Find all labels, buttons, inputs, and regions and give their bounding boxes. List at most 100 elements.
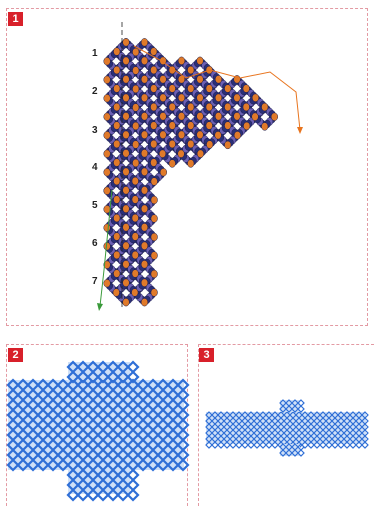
- bead: [141, 38, 148, 46]
- bead: [113, 48, 120, 56]
- bead: [141, 112, 148, 120]
- bead: [123, 223, 130, 231]
- row-number-label: 4: [92, 162, 98, 173]
- bead: [178, 131, 185, 139]
- bead: [169, 140, 176, 148]
- bead: [113, 66, 120, 74]
- bead: [141, 223, 148, 231]
- bead: [141, 94, 148, 102]
- bead: [187, 140, 194, 148]
- bead: [123, 205, 130, 213]
- bead: [104, 168, 111, 176]
- bead: [160, 75, 167, 83]
- bead: [169, 85, 176, 93]
- bead: [224, 103, 231, 111]
- row-number-label: 6: [92, 238, 98, 249]
- bead: [123, 186, 130, 194]
- bead: [132, 104, 139, 112]
- bead: [132, 196, 139, 204]
- bead: [123, 112, 130, 120]
- bead: [261, 103, 268, 111]
- row-number-label: 5: [92, 200, 98, 211]
- bead: [123, 94, 130, 102]
- bead: [150, 103, 157, 111]
- bead: [123, 149, 130, 157]
- bead: [113, 140, 120, 148]
- bead: [150, 159, 157, 167]
- bead: [123, 242, 130, 250]
- bead: [252, 94, 259, 102]
- bead: [141, 260, 148, 268]
- bead: [206, 141, 213, 149]
- bead: [160, 112, 167, 120]
- bead: [224, 122, 231, 130]
- bead: [197, 150, 204, 158]
- bead: [271, 113, 278, 121]
- bead: [104, 224, 111, 232]
- bead: [141, 205, 148, 213]
- row-number-label: 2: [92, 86, 98, 97]
- bead: [113, 196, 120, 204]
- arrow-head: [97, 303, 103, 311]
- bead: [178, 94, 185, 102]
- bead: [169, 103, 176, 111]
- bead: [104, 94, 111, 102]
- bead: [132, 122, 139, 130]
- bead: [187, 85, 194, 93]
- bead: [141, 168, 148, 176]
- bead: [141, 75, 148, 83]
- bead: [197, 57, 204, 65]
- row-number-label: 1: [92, 48, 98, 59]
- bead: [132, 214, 139, 222]
- bead: [197, 131, 204, 139]
- bead: [104, 76, 111, 84]
- row-number-label: 7: [92, 276, 98, 287]
- bead: [234, 131, 241, 139]
- bead: [123, 279, 130, 287]
- bead: [141, 298, 148, 306]
- bead: [224, 85, 231, 93]
- bead: [151, 196, 158, 204]
- bead: [206, 103, 213, 111]
- bead: [160, 94, 167, 102]
- bead: [132, 159, 139, 167]
- bead: [243, 122, 250, 130]
- bead: [150, 140, 157, 148]
- bead: [151, 233, 158, 241]
- bead: [151, 215, 158, 223]
- bead: [178, 57, 185, 65]
- bead: [104, 113, 111, 121]
- bead: [113, 85, 120, 93]
- arrow-head: [297, 127, 303, 134]
- bead: [243, 103, 250, 111]
- bead: [141, 186, 148, 194]
- bead: [104, 57, 111, 65]
- bead: [141, 57, 148, 65]
- bead: [123, 260, 130, 268]
- bead: [215, 112, 222, 120]
- bead: [123, 38, 130, 46]
- bead: [215, 75, 222, 83]
- bead: [197, 75, 204, 83]
- bead: [187, 66, 194, 74]
- bead: [132, 48, 139, 56]
- bead: [132, 85, 139, 93]
- bead: [132, 270, 139, 278]
- bead: [132, 141, 139, 149]
- bead: [132, 251, 139, 259]
- bead: [150, 122, 157, 130]
- bead: [150, 66, 157, 74]
- bead: [215, 131, 222, 139]
- beadwork-photo-wide: [8, 362, 188, 500]
- bead: [131, 289, 138, 297]
- bead: [187, 122, 194, 130]
- bead: [113, 122, 120, 130]
- row-number-label: 3: [92, 125, 98, 136]
- row-number-labels: 1 2 3 4 5 6 7: [92, 48, 98, 287]
- bead: [169, 160, 176, 168]
- bead: [224, 141, 231, 149]
- bead: [113, 233, 120, 241]
- bead: [187, 160, 194, 168]
- bead: [141, 242, 148, 250]
